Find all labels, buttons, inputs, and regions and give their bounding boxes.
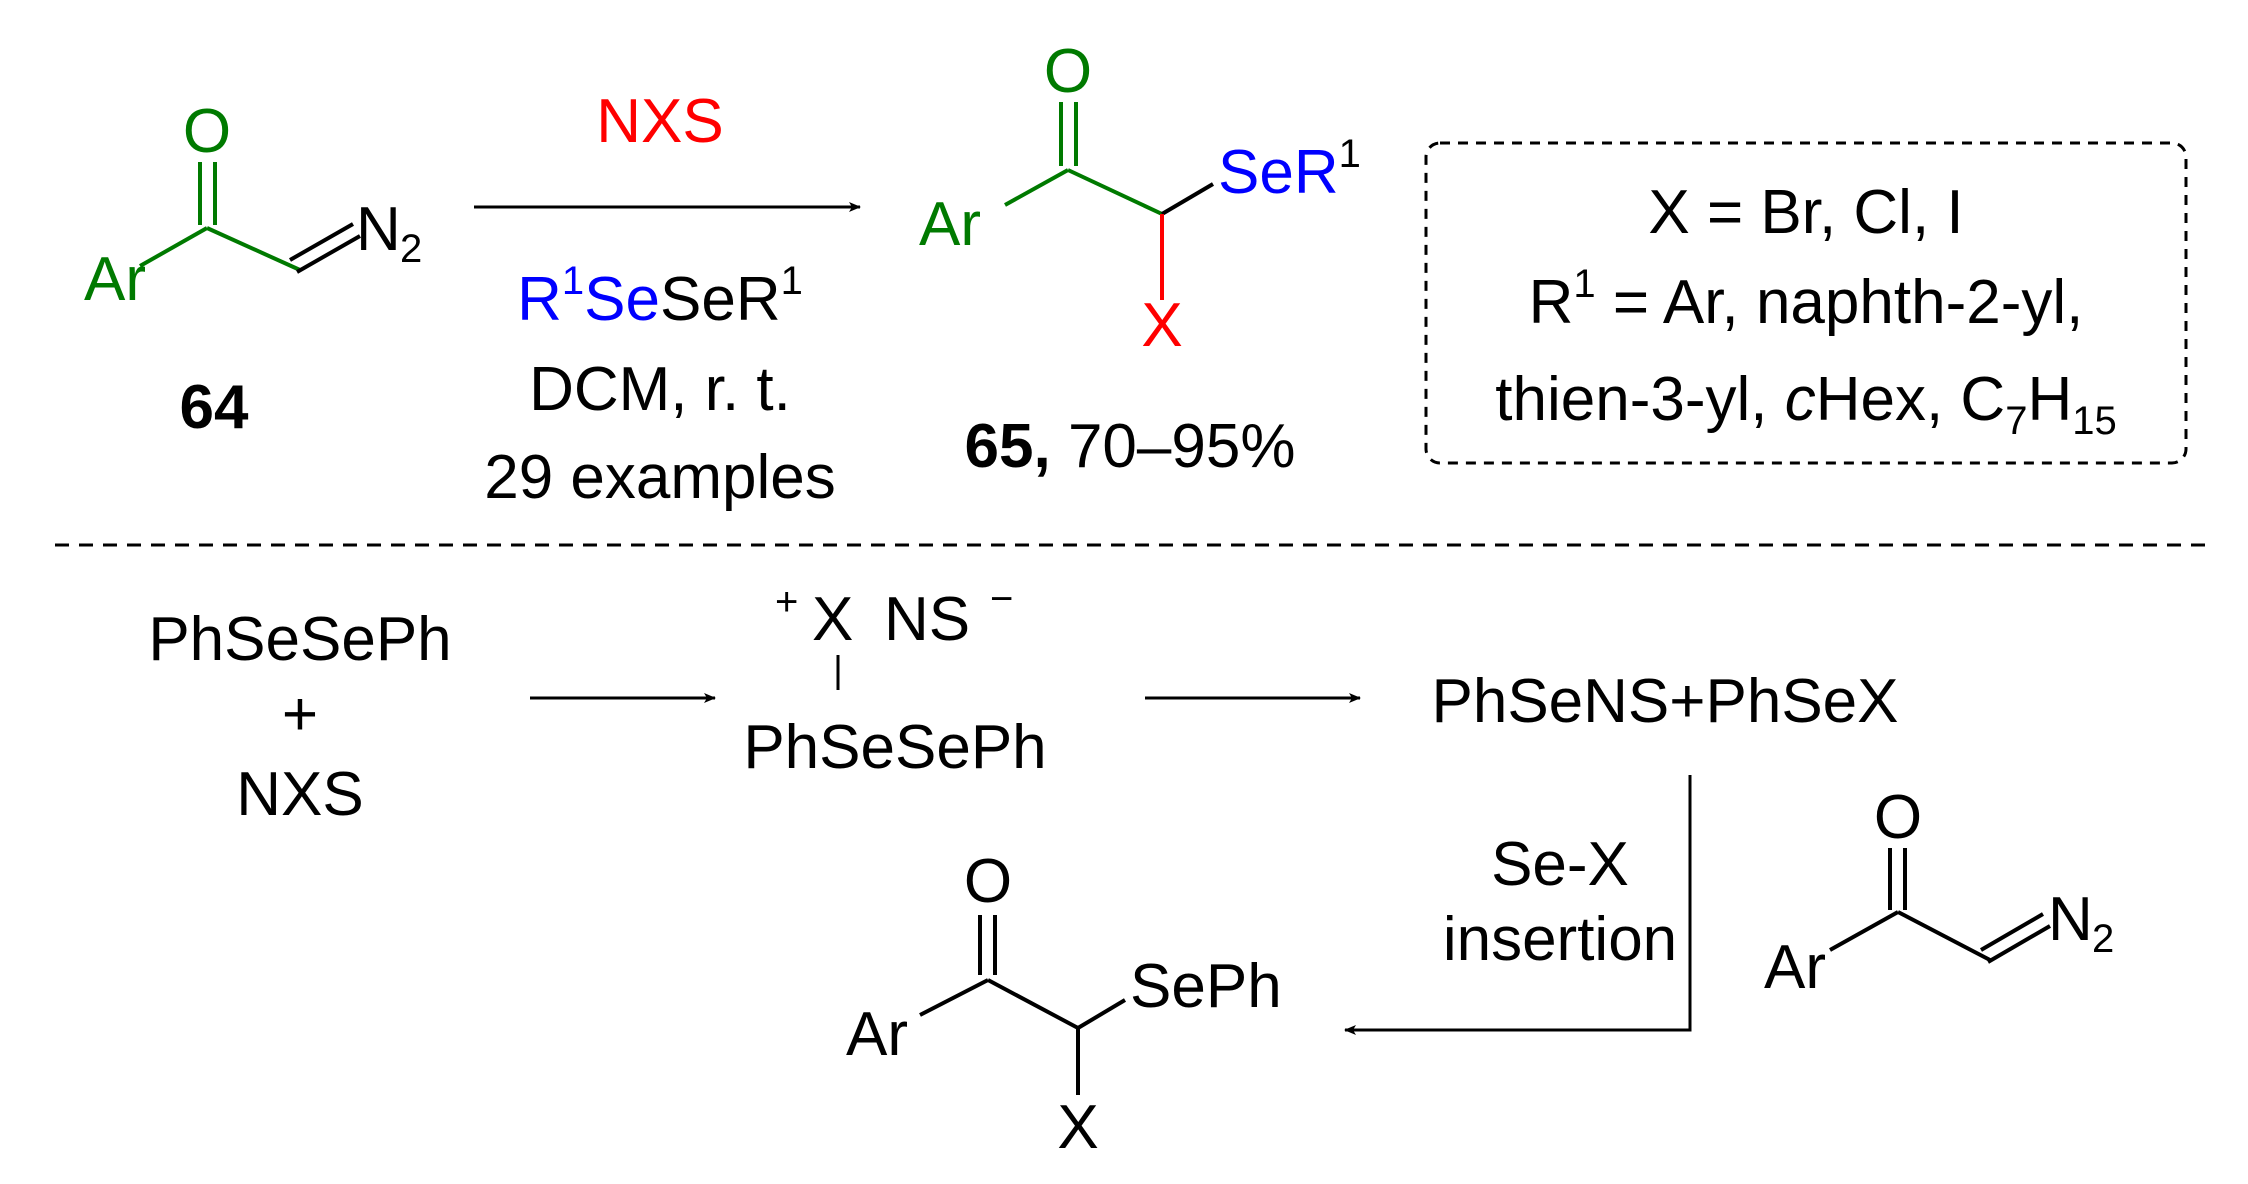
solvent-conditions: DCM, r. t.: [529, 355, 791, 424]
product-ser-sup: 1: [1339, 132, 1361, 176]
mech-plus: +: [282, 680, 318, 749]
reagent-sup-1: 1: [562, 259, 584, 303]
mech-intermediate-diselenide: PhSeSePh: [743, 713, 1046, 782]
compound-number-65: 65,: [965, 412, 1051, 481]
mech-diselenide: PhSeSePh: [148, 605, 451, 674]
mech-insertion-line1: Se-X: [1491, 830, 1629, 899]
mech-plus-charge: +: [775, 580, 798, 624]
mech-product-oxygen: O: [964, 847, 1012, 916]
scope-line3-b: Hex, C: [1816, 365, 2005, 434]
product-65: O Ar SeR1 X 65, 70–95%: [919, 37, 1361, 481]
scope-r1-groups-2: thien-3-yl, cHex, C7H15: [1495, 365, 2116, 443]
scope-line3-sub1: 7: [2005, 399, 2027, 443]
mech-diazo-subscript: 2: [2092, 917, 2114, 961]
scope-halogens: X = Br, Cl, I: [1648, 178, 1963, 247]
mech-ns: NS: [884, 585, 970, 654]
scope-line3-sub2: 15: [2072, 399, 2117, 443]
mech-product-x: X: [1057, 1093, 1098, 1162]
yield-range: 70–95%: [1051, 412, 1296, 481]
mech-diazo-ketone: O Ar N 2: [1764, 783, 2114, 1002]
mech-product-bonds: [919, 915, 1127, 1095]
reagent-ser: SeR: [660, 265, 781, 334]
product-carbonyl-oxygen: O: [1044, 37, 1092, 106]
diazo-n-label: N: [356, 195, 401, 264]
reagent-se: Se: [584, 265, 660, 334]
product-65-caption: 65, 70–95%: [965, 412, 1296, 481]
example-count: 29 examples: [484, 443, 836, 512]
carbonyl-oxygen: O: [183, 97, 231, 166]
mech-x: X: [812, 585, 853, 654]
scope-r-rest: = Ar, naphth-2-yl,: [1596, 268, 2084, 337]
scope-line3-c: c: [1785, 365, 1816, 434]
mech-nxs: NXS: [236, 760, 363, 829]
reagent-nxs: NXS: [596, 87, 723, 156]
product-ser: SeR: [1218, 138, 1339, 207]
compound-number-64: 64: [180, 373, 249, 442]
mech-arrow-3: [1344, 775, 1692, 1035]
mech-product-seph: SePh: [1130, 952, 1282, 1021]
scope-box: [1424, 141, 2188, 465]
mech-diazo-oxygen: O: [1874, 783, 1922, 852]
scope-r: R: [1529, 268, 1574, 337]
c-se-bond: [1160, 182, 1215, 216]
mech-product-aryl: Ar: [846, 1000, 908, 1069]
diazo-subscript: 2: [400, 227, 422, 271]
reagent-diselenide: R1SeSeR1: [517, 259, 803, 334]
mech-diazo-aryl: Ar: [1764, 933, 1826, 1002]
mech-diazo-bonds: [1829, 848, 2052, 964]
mech-product: O Ar SePh X: [846, 847, 1282, 1162]
scope-r-sup: 1: [1573, 262, 1595, 306]
scope-line3-h: H: [2027, 365, 2072, 434]
reagent-r: R: [517, 265, 562, 334]
aryl-label: Ar: [84, 245, 146, 314]
mech-diazo-n: N: [2048, 885, 2093, 954]
scope-line3-a: thien-3-yl,: [1495, 365, 1784, 434]
diazo-double-bond: [289, 222, 361, 274]
product-x-label: X: [1141, 291, 1182, 360]
mech-intermediate: + X NS − PhSeSePh: [743, 577, 1046, 782]
bonds-64: [139, 162, 301, 272]
reagent-sup-2: 1: [781, 259, 803, 303]
scope-r1-groups: R1 = Ar, naphth-2-yl,: [1529, 262, 2084, 337]
product-aryl-label: Ar: [919, 190, 981, 259]
bonds-65: [1004, 102, 1163, 216]
mech-minus-charge: −: [990, 577, 1013, 621]
product-ser-group: SeR1: [1218, 132, 1361, 207]
starting-material-64: O Ar N 2 64: [84, 97, 422, 442]
mech-insertion-line2: insertion: [1443, 905, 1677, 974]
mech-selenenyl-halide: PhSeNS+PhSeX: [1431, 667, 1898, 736]
